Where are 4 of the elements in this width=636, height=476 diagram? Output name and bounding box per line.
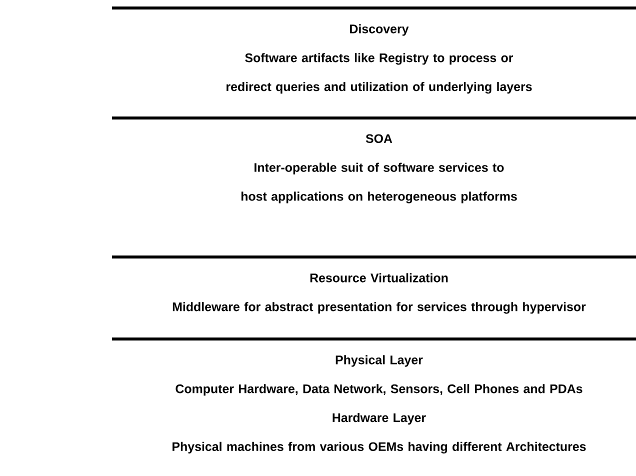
layer-band: Resource Virtualization Middleware for abstract presentation for services through hypervisor (112, 256, 636, 314)
layer-band: SOA Inter-operable suit of software services to host applications on heterogeneous platforms (112, 116, 636, 204)
layer-band: Physical Layer Computer Hardware, Data Network, Sensors, Cell Phones and PDAs Hardware Layer Physical machines from various OEMs having different Architectures (112, 338, 636, 454)
layer-band: Discovery Software artifacts like Registry to process or redirect queries and utilization of underlying layers (112, 6, 636, 94)
